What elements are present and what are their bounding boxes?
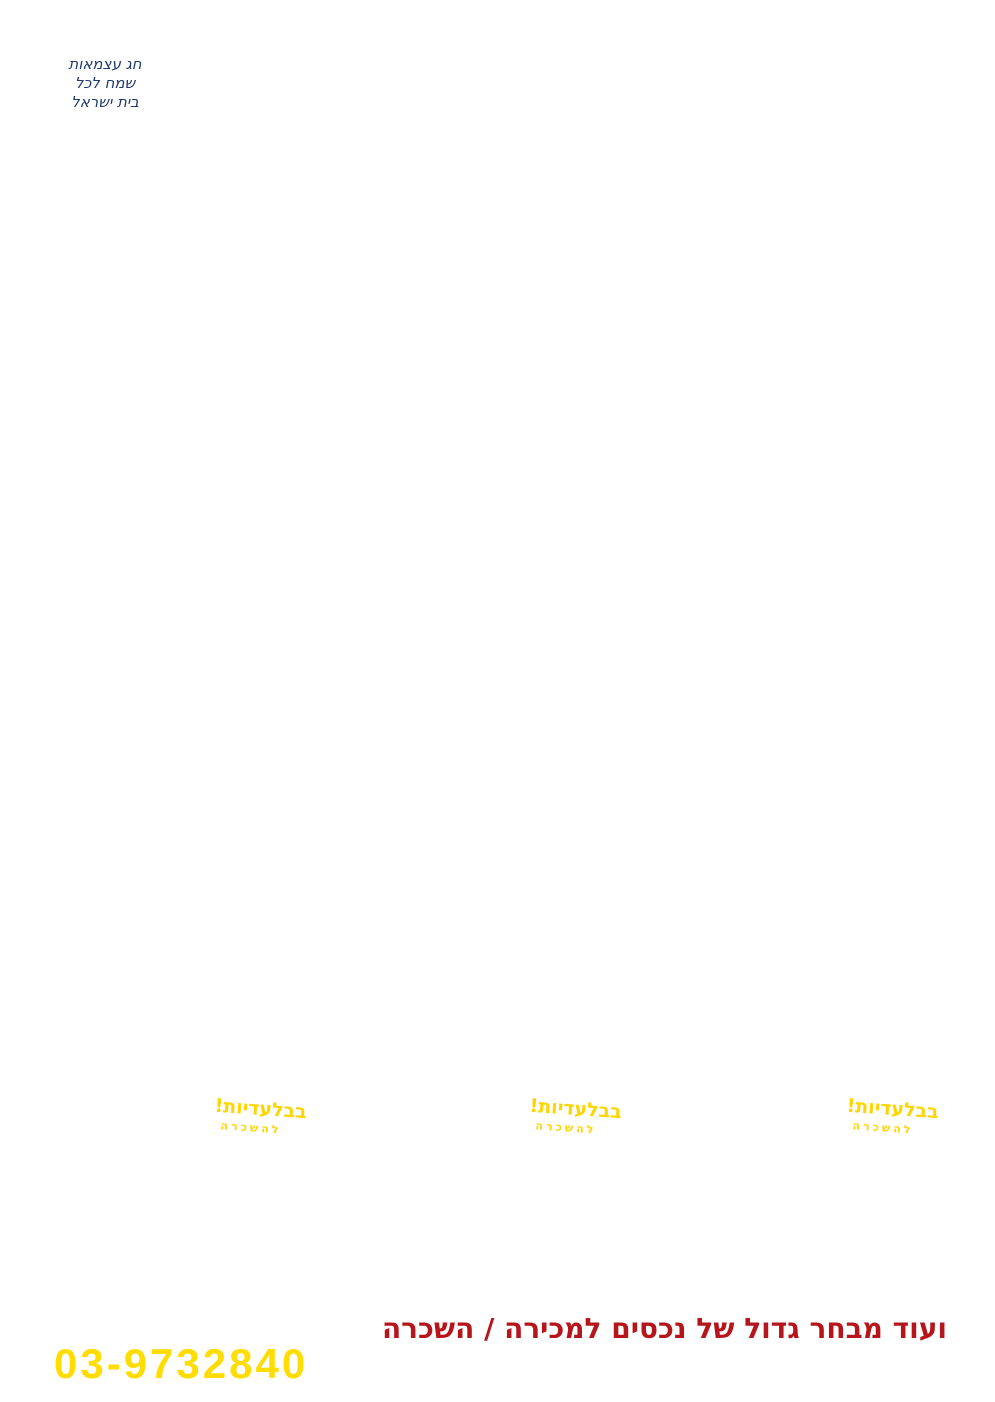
badge-subtitle: להשכרה <box>852 1119 914 1137</box>
exclusive-badge: בבלעדיות! להשכרה <box>213 1095 308 1138</box>
phone-number[interactable]: 03-9732840 <box>54 1340 309 1387</box>
footer-tagline: ועוד מבחר גדול של נכסים למכירה / השכרה <box>381 1312 947 1345</box>
exclusive-badge: בבלעדיות! להשכרה <box>528 1095 623 1138</box>
badge-subtitle: להשכרה <box>220 1119 282 1137</box>
badge-subtitle: להשכרה <box>535 1119 597 1137</box>
holiday-greeting: חג עצמאות שמח לכל בית ישראל <box>60 55 150 112</box>
exclusive-badge: בבלעדיות! להשכרה <box>845 1095 940 1138</box>
greeting-line: חג עצמאות <box>68 55 142 73</box>
greeting-line: שמח לכל <box>74 74 136 92</box>
greeting-line: בית ישראל <box>71 93 139 111</box>
